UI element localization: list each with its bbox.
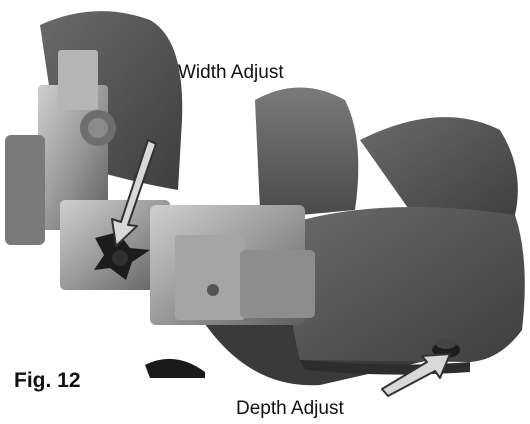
depth-knob-top <box>436 339 456 349</box>
left-clamp <box>5 135 45 245</box>
far-right-pad <box>360 117 518 225</box>
depth-adjust-label: Depth Adjust <box>236 398 344 419</box>
right-side-pad <box>255 87 359 215</box>
front-cushion <box>285 207 525 362</box>
width-knob-hub <box>112 250 128 266</box>
bracket-box <box>175 235 245 320</box>
width-arrow <box>111 139 157 247</box>
bracket-plate <box>58 50 98 110</box>
bolt <box>207 284 219 296</box>
depth-arrow <box>381 353 451 397</box>
upper-knob-cap <box>88 118 108 138</box>
width-adjust-label: Width Adjust <box>178 62 284 83</box>
bracket-end <box>240 250 315 318</box>
figure-caption: Fig. 12 <box>14 369 81 392</box>
bottom-arc <box>145 358 205 378</box>
